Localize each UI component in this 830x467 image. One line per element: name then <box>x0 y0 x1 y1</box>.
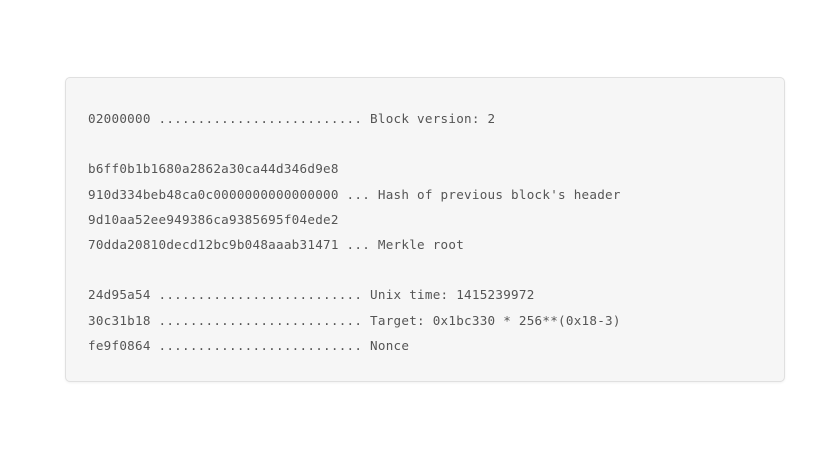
code-line-prev-hash-part2: 910d334beb48ca0c0000000000000000 ... Has… <box>88 186 621 202</box>
code-line-spacer <box>88 257 774 282</box>
code-line-target: 30c31b18 .......................... Targ… <box>88 312 621 328</box>
code-line-merkle-root-part2: 70dda20810decd12bc9b048aaab31471 ... Mer… <box>88 236 465 252</box>
code-line-prev-hash-part1: b6ff0b1b1680a2862a30ca44d346d9e8 <box>88 161 339 177</box>
code-line-list: 02000000 .......................... Bloc… <box>88 106 774 358</box>
code-line-spacer <box>88 131 774 156</box>
code-line-nonce: fe9f0864 .......................... Nonc… <box>88 337 410 353</box>
code-line-merkle-root-part1: 9d10aa52ee949386ca9385695f04ede2 <box>88 211 339 227</box>
block-header-code-block: 02000000 .......................... Bloc… <box>65 77 785 382</box>
code-line-unix-time: 24d95a54 .......................... Unix… <box>88 287 535 303</box>
code-line-block-version: 02000000 .......................... Bloc… <box>88 111 496 126</box>
